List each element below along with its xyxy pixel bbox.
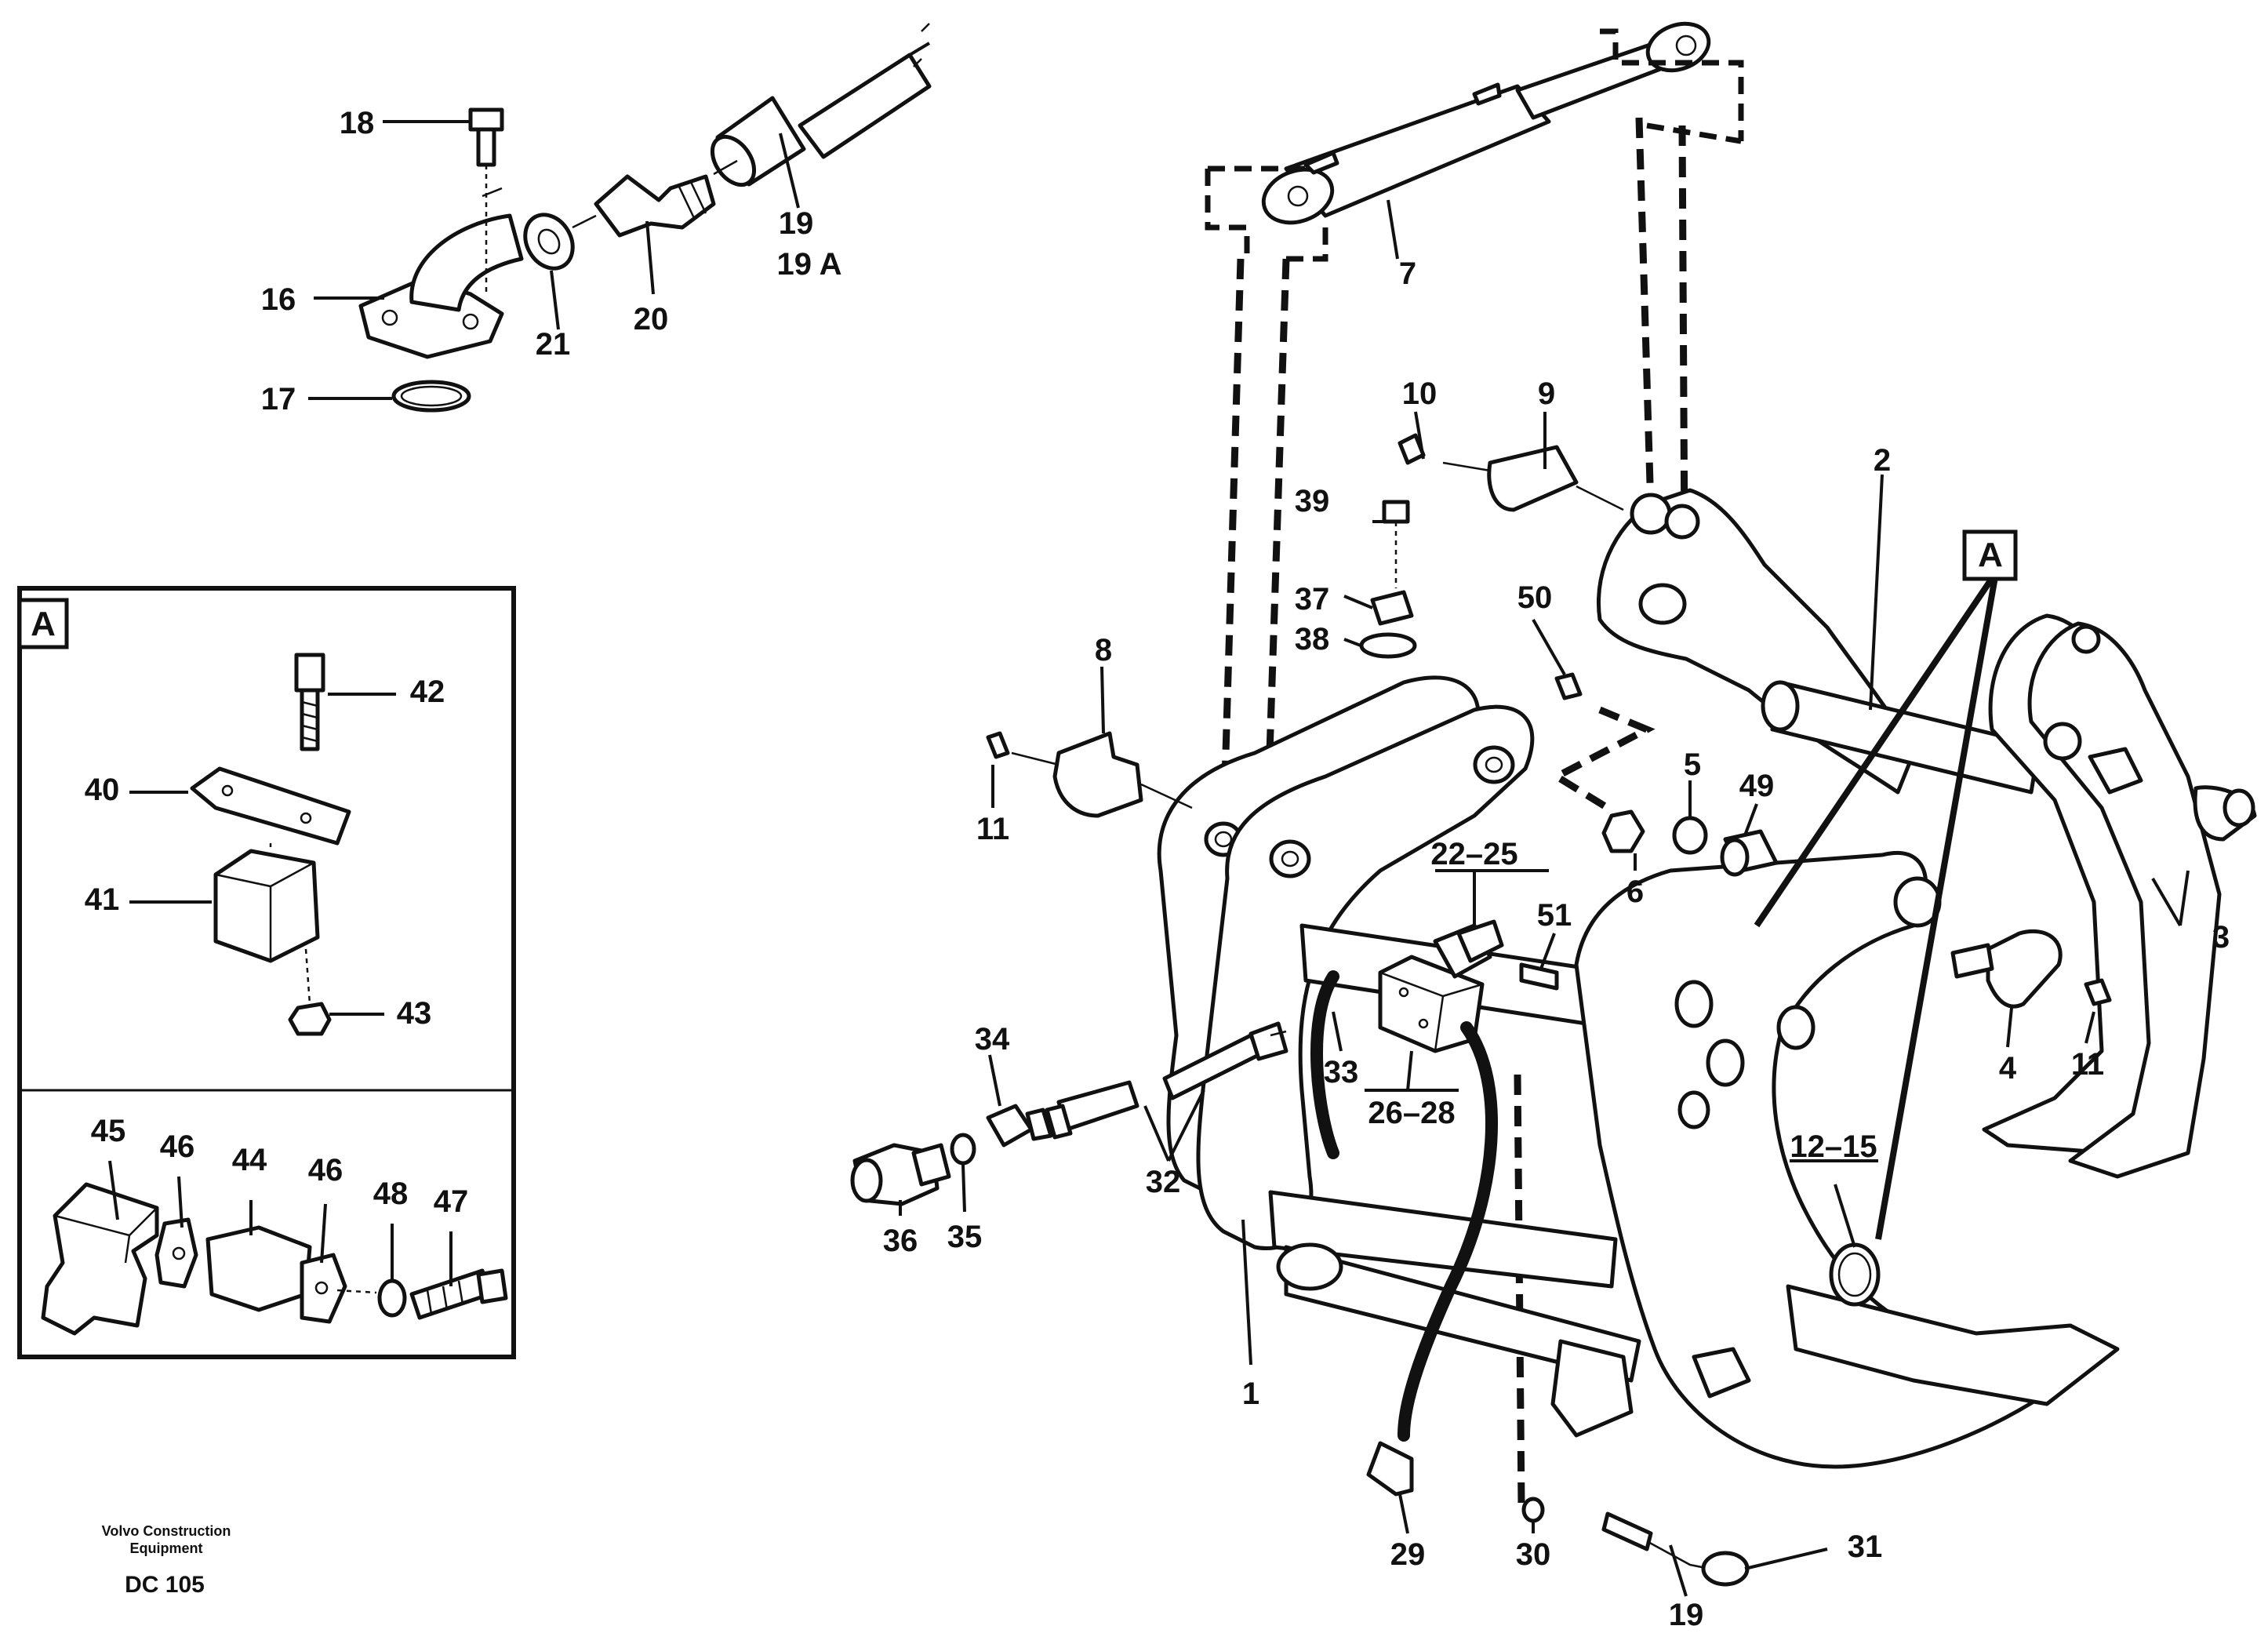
callout-22-25: 22–25 (1430, 837, 1517, 871)
leaders-top-left (308, 120, 800, 400)
callout-3: 3 (2212, 920, 2230, 955)
callout-11-right: 11 (2071, 1047, 2104, 1082)
callout-21: 21 (536, 327, 571, 362)
callout-12-15: 12–15 (1790, 1129, 1877, 1164)
callout-38: 38 (1295, 622, 1330, 657)
callout-29: 29 (1390, 1537, 1426, 1572)
nut-43 (288, 1002, 332, 1036)
washer-48 (377, 1278, 407, 1318)
callout-46-left: 46 (160, 1129, 195, 1164)
callout-31: 31 (1848, 1529, 1883, 1564)
nut-6 (1601, 809, 1645, 853)
hose-19 (798, 53, 932, 159)
callout-11-left: 11 (976, 812, 1009, 846)
callout-19-bottom: 19 (1669, 1598, 1704, 1632)
o-ring-30 (1521, 1497, 1545, 1523)
pin-4 (1986, 929, 2063, 1009)
callout-51: 51 (1537, 898, 1572, 933)
callout-labels: 18 16 17 21 20 19 19 A 7 10 9 2 39 37 38… (85, 106, 2230, 1632)
diagram-code: DC 105 (125, 1572, 205, 1598)
brand-line-2: Equipment (130, 1540, 203, 1556)
callout-46-right: 46 (308, 1153, 343, 1188)
callout-49: 49 (1739, 769, 1775, 803)
leaders-main (899, 199, 2190, 1597)
callout-19A: 19 A (776, 247, 841, 282)
callout-32: 32 (1146, 1165, 1181, 1199)
callout-30: 30 (1516, 1537, 1551, 1572)
body-44 (205, 1225, 312, 1312)
callout-39: 39 (1295, 484, 1330, 518)
callout-10: 10 (1402, 376, 1437, 411)
callout-6: 6 (1626, 875, 1644, 909)
callout-36: 36 (883, 1224, 918, 1258)
fitting-51 (1519, 962, 1559, 991)
callout-19-top: 19 (779, 206, 814, 241)
callout-7: 7 (1399, 256, 1416, 291)
gripper-plate-3b (2027, 621, 2222, 1179)
block-41 (213, 849, 320, 963)
pin-9 (1487, 445, 1579, 512)
callout-33: 33 (1324, 1055, 1359, 1089)
callout-17: 17 (261, 382, 296, 416)
fitting-50 (1554, 672, 1583, 700)
callout-41: 41 (85, 882, 120, 917)
footer: Volvo Construction Equipment DC 105 (102, 1523, 231, 1598)
nut-34 (986, 1104, 1034, 1148)
detail-a-tag-box (17, 598, 69, 649)
callout-47: 47 (434, 1184, 469, 1219)
callout-43: 43 (397, 996, 432, 1031)
detail-a-callout-box (1962, 529, 2018, 581)
callout-45: 45 (91, 1114, 126, 1148)
callout-8: 8 (1095, 633, 1112, 667)
main-assembly: A (850, 21, 2257, 1587)
callout-37: 37 (1295, 582, 1330, 616)
callout-48: 48 (373, 1177, 409, 1211)
washer-38 (1359, 632, 1417, 659)
fitting-20 (594, 174, 716, 238)
callout-4: 4 (1999, 1051, 2017, 1086)
bolt-42 (294, 653, 325, 693)
callout-16: 16 (261, 282, 296, 317)
detail-a-letter: A (31, 605, 56, 643)
washer-5 (1672, 816, 1708, 855)
callout-34: 34 (975, 1022, 1010, 1057)
bolt-39 (1382, 500, 1410, 524)
washer-21 (523, 213, 575, 271)
callout-20: 20 (634, 302, 669, 336)
grease-nipple-11b (2084, 978, 2112, 1006)
callout-5: 5 (1684, 747, 1701, 782)
clip-31 (1701, 1551, 1750, 1587)
grease-nipple-11a (986, 731, 1010, 759)
hose-connection-group (358, 23, 932, 413)
callout-40: 40 (85, 773, 120, 807)
pin-8 (1052, 731, 1143, 818)
callout-26-28: 26–28 (1368, 1096, 1455, 1130)
hose-19b (1601, 1511, 1653, 1551)
brand-line-1: Volvo Construction (102, 1523, 231, 1539)
plate-46b (300, 1253, 347, 1324)
detail-a-callout-letter: A (1978, 536, 2003, 574)
leaders-detail-a (108, 693, 453, 1286)
callout-18: 18 (340, 106, 375, 140)
detail-a-panel: A (17, 586, 516, 1359)
fitting-29 (1366, 1441, 1414, 1497)
callout-9: 9 (1538, 376, 1555, 411)
callout-50: 50 (1517, 580, 1553, 615)
plate-40 (190, 766, 351, 846)
callout-35: 35 (947, 1220, 983, 1254)
bolt-18 (468, 107, 504, 132)
callout-44: 44 (232, 1143, 267, 1177)
callout-1: 1 (1242, 1377, 1259, 1411)
washer-35 (950, 1133, 976, 1166)
callout-42: 42 (410, 675, 445, 709)
callout-2: 2 (1874, 443, 1891, 478)
pad-45 (41, 1182, 159, 1336)
bushing-37 (1370, 590, 1414, 626)
plate-46a (154, 1217, 198, 1289)
